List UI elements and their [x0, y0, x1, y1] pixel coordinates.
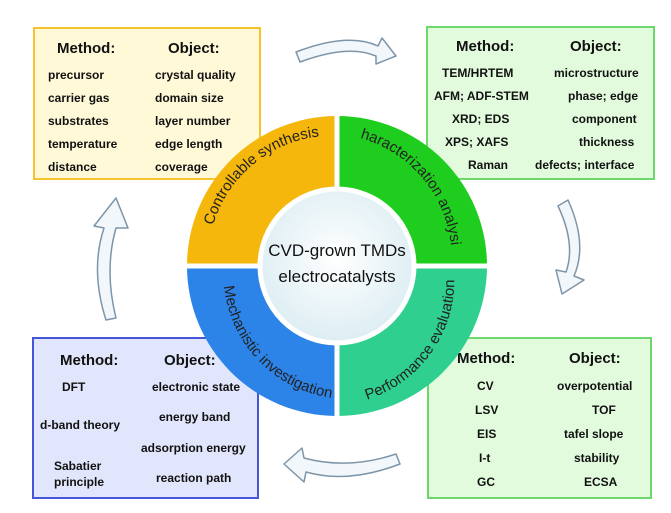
method-item: substrates — [48, 114, 109, 128]
arrow-right — [555, 199, 585, 295]
object-item: energy band — [159, 410, 231, 424]
object-header: Object: — [570, 38, 622, 55]
arrow-top — [295, 37, 397, 65]
object-item: microstructure — [554, 66, 639, 80]
method-item: AFM; ADF-STEM — [434, 89, 529, 103]
method-header: Method: — [456, 38, 515, 55]
object-item: overpotential — [557, 379, 633, 393]
curved-arrow-up-icon — [93, 197, 129, 321]
object-item: reaction path — [156, 471, 232, 485]
object-header: Object: — [168, 40, 220, 57]
method-header: Method: — [57, 40, 116, 57]
method-item: Raman — [468, 158, 509, 172]
method-item: XPS; XAFS — [445, 135, 509, 149]
method-item: LSV — [475, 403, 499, 417]
curved-arrow-left-icon — [283, 447, 401, 483]
method-item: TEM/HRTEM — [442, 66, 514, 80]
object-item: crystal quality — [155, 68, 236, 82]
performance-panel: Method: Object: CV LSV EIS I-t GC overpo… — [427, 337, 652, 499]
object-item: component — [572, 112, 637, 126]
object-item: adsorption energy — [141, 441, 246, 455]
object-item: coverage — [155, 160, 208, 174]
object-item: thickness — [579, 135, 635, 149]
object-item: edge length — [155, 137, 223, 151]
object-item: stability — [574, 451, 620, 465]
method-item: Sabatier — [54, 459, 102, 473]
curved-arrow-right-icon — [295, 37, 397, 65]
characterization-panel: Method: Object: TEM/HRTEM AFM; ADF-STEM … — [426, 26, 655, 180]
object-item: phase; edge — [568, 89, 639, 103]
object-header: Object: — [569, 350, 621, 367]
method-item: precursor — [48, 68, 105, 82]
synthesis-panel: Method: Object: precursor carrier gas su… — [33, 27, 261, 180]
object-item: ECSA — [584, 475, 618, 489]
method-item: principle — [54, 475, 105, 489]
arrow-left — [93, 197, 129, 321]
object-item: TOF — [592, 403, 616, 417]
arrow-bottom — [283, 447, 401, 483]
method-item: carrier gas — [48, 91, 110, 105]
method-item: EIS — [477, 427, 497, 441]
object-item: tafel slope — [564, 427, 624, 441]
method-item: GC — [477, 475, 495, 489]
method-item: XRD; EDS — [452, 112, 510, 126]
method-item: DFT — [62, 380, 86, 394]
center-title-line1: CVD-grown TMDs — [268, 241, 406, 260]
object-item: defects; interface — [535, 158, 635, 172]
mechanistic-panel: Method: Object: DFT d-band theory Sabati… — [32, 337, 259, 499]
curved-arrow-down-icon — [555, 199, 585, 295]
object-item: layer number — [155, 114, 231, 128]
object-item: electronic state — [152, 380, 241, 394]
center-title-line2: electrocatalysts — [278, 267, 395, 286]
center-circle — [257, 186, 417, 346]
object-item: domain size — [155, 91, 224, 105]
method-item: d-band theory — [40, 418, 120, 432]
method-header: Method: — [60, 352, 119, 369]
method-item: temperature — [48, 137, 118, 151]
method-header: Method: — [457, 350, 516, 367]
method-item: I-t — [479, 451, 491, 465]
method-item: distance — [48, 160, 97, 174]
method-item: CV — [477, 379, 494, 393]
object-header: Object: — [164, 352, 216, 369]
